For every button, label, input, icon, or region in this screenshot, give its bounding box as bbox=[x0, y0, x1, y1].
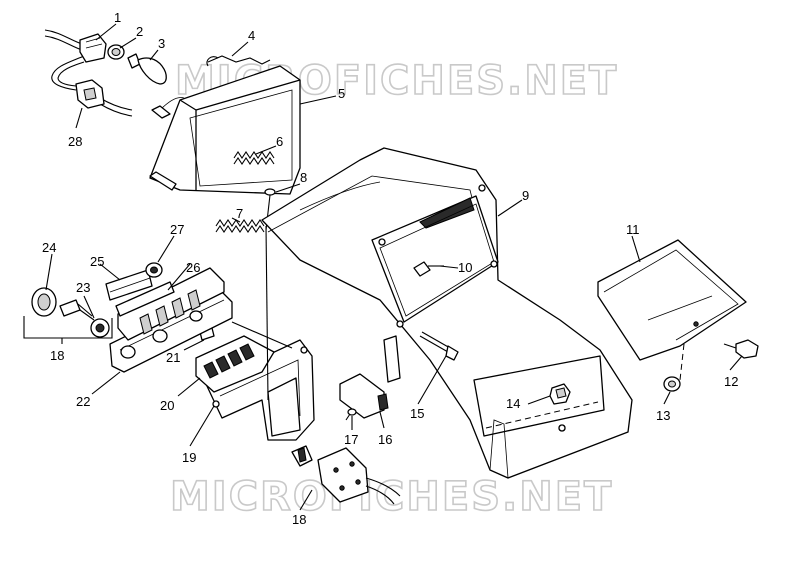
connector-1 bbox=[79, 33, 107, 63]
switch-16 bbox=[339, 373, 389, 419]
watermark-bottom: MICROFICHES.NET bbox=[170, 474, 613, 520]
hood-console-9 bbox=[261, 147, 633, 479]
callout-4: 4 bbox=[248, 28, 255, 43]
callout-5: 5 bbox=[338, 86, 345, 101]
callout-20: 20 bbox=[160, 398, 174, 413]
screw-17 bbox=[345, 408, 357, 421]
connector-28 bbox=[75, 79, 105, 109]
callout-6: 6 bbox=[276, 134, 283, 149]
screw-8 bbox=[264, 188, 276, 231]
callout-24: 24 bbox=[42, 240, 56, 255]
callout-25: 25 bbox=[90, 254, 104, 269]
key-23 bbox=[59, 299, 95, 321]
fastener-12 bbox=[723, 339, 759, 359]
cover-plate-11 bbox=[597, 239, 747, 381]
ignition-switch-18 bbox=[291, 445, 401, 505]
leader-lines bbox=[45, 23, 743, 511]
callout-16: 16 bbox=[378, 432, 392, 447]
spring-clip-4 bbox=[206, 55, 271, 67]
callout-8: 8 bbox=[300, 170, 307, 185]
callout-19: 19 bbox=[182, 450, 196, 465]
spring-7 bbox=[215, 219, 265, 233]
callout-10: 10 bbox=[458, 260, 472, 275]
callout-27: 27 bbox=[170, 222, 184, 237]
headlight-housing-5 bbox=[149, 65, 301, 195]
callout-18-left: 18 bbox=[50, 348, 64, 363]
callout-1: 1 bbox=[114, 10, 121, 25]
callout-14: 14 bbox=[506, 396, 520, 411]
callout-17: 17 bbox=[344, 432, 358, 447]
label-25 bbox=[105, 269, 153, 301]
callout-2: 2 bbox=[136, 24, 143, 39]
callout-3: 3 bbox=[158, 36, 165, 51]
callout-26: 26 bbox=[186, 260, 200, 275]
callout-21: 21 bbox=[166, 350, 180, 365]
grommet-2 bbox=[107, 44, 125, 60]
callout-9: 9 bbox=[522, 188, 529, 203]
knob-14 bbox=[549, 383, 571, 432]
insert-26 bbox=[115, 281, 175, 317]
callout-23: 23 bbox=[76, 280, 90, 295]
terminal-block-20 bbox=[195, 335, 275, 393]
callout-28: 28 bbox=[68, 134, 82, 149]
callout-labels: 1 2 3 4 5 6 7 8 9 10 11 12 13 14 15 16 1… bbox=[42, 10, 738, 527]
callout-12: 12 bbox=[724, 374, 738, 389]
callout-11: 11 bbox=[626, 222, 640, 237]
assembly-bracket-18 bbox=[23, 316, 113, 344]
callout-22: 22 bbox=[76, 394, 90, 409]
callout-15: 15 bbox=[410, 406, 424, 421]
callout-7: 7 bbox=[236, 206, 243, 221]
bulb-3 bbox=[127, 53, 167, 85]
key-ring-24 bbox=[31, 287, 110, 338]
spring-6 bbox=[233, 151, 275, 165]
callout-18-bottom: 18 bbox=[292, 512, 306, 527]
panel-22 bbox=[109, 267, 233, 373]
callout-13: 13 bbox=[656, 408, 670, 423]
bracket-19 bbox=[205, 339, 315, 441]
washer-13 bbox=[663, 376, 681, 392]
washer-27 bbox=[145, 262, 163, 278]
bolt-15 bbox=[419, 331, 459, 361]
